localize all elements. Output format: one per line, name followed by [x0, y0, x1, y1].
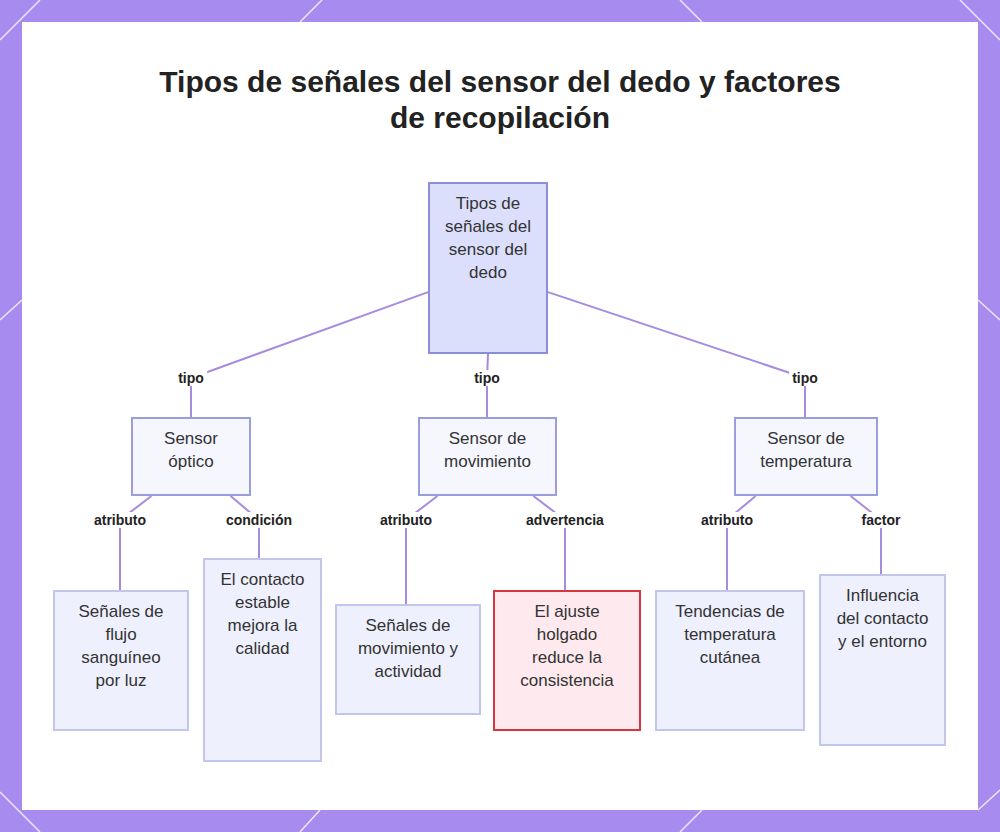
connector-line: [548, 292, 805, 417]
root-box: Tipos de señales del sensor del dedo: [428, 182, 548, 354]
concept-box: Sensor de temperatura: [734, 417, 878, 496]
concept-box: Señales de movimiento y actividad: [335, 604, 481, 715]
connector-line: [851, 496, 881, 574]
concept-box: El contacto estable mejora la calidad: [203, 558, 322, 762]
edge-label: advertencia: [523, 512, 607, 528]
node-text: Influencia del contacto y el entorno: [835, 584, 930, 653]
concept-box: Influencia del contacto y el entorno: [819, 574, 946, 746]
connector-line: [727, 496, 756, 590]
edge-label: tipo: [789, 370, 821, 386]
edge-label: factor: [859, 512, 904, 528]
node-text: El contacto estable mejora la calidad: [219, 568, 306, 660]
edge-label: atributo: [91, 512, 149, 528]
node-text: El ajuste holgado reduce la consistencia: [509, 600, 625, 692]
concept-box: Sensor de movimiento: [418, 417, 557, 496]
node-text: Tendencias de temperatura cutánea: [671, 600, 789, 669]
node-text: Sensor de movimiento: [434, 427, 541, 473]
node-text: Sensor de temperatura: [750, 427, 862, 473]
edge-label: atributo: [377, 512, 435, 528]
title-text: Tipos de señales del sensor del dedo y f…: [159, 65, 840, 134]
connector-line: [120, 496, 151, 590]
node-text: Señales de movimiento y actividad: [351, 614, 465, 683]
edge-label: tipo: [175, 370, 207, 386]
warning-box: El ajuste holgado reduce la consistencia: [493, 590, 641, 731]
concept-box: Señales de flujo sanguíneo por luz: [53, 590, 189, 731]
node-text: Sensor óptico: [147, 427, 235, 473]
edge-label: condición: [223, 512, 295, 528]
diagram-title: Tipos de señales del sensor del dedo y f…: [150, 64, 850, 136]
node-text: Señales de flujo sanguíneo por luz: [69, 600, 173, 692]
node-text: Tipos de señales del sensor del dedo: [444, 192, 532, 284]
connector-line: [533, 496, 565, 590]
concept-box: Sensor óptico: [131, 417, 251, 496]
edge-label: tipo: [471, 370, 503, 386]
connector-line: [191, 292, 428, 417]
edge-label: atributo: [698, 512, 756, 528]
concept-box: Tendencias de temperatura cutánea: [655, 590, 805, 731]
